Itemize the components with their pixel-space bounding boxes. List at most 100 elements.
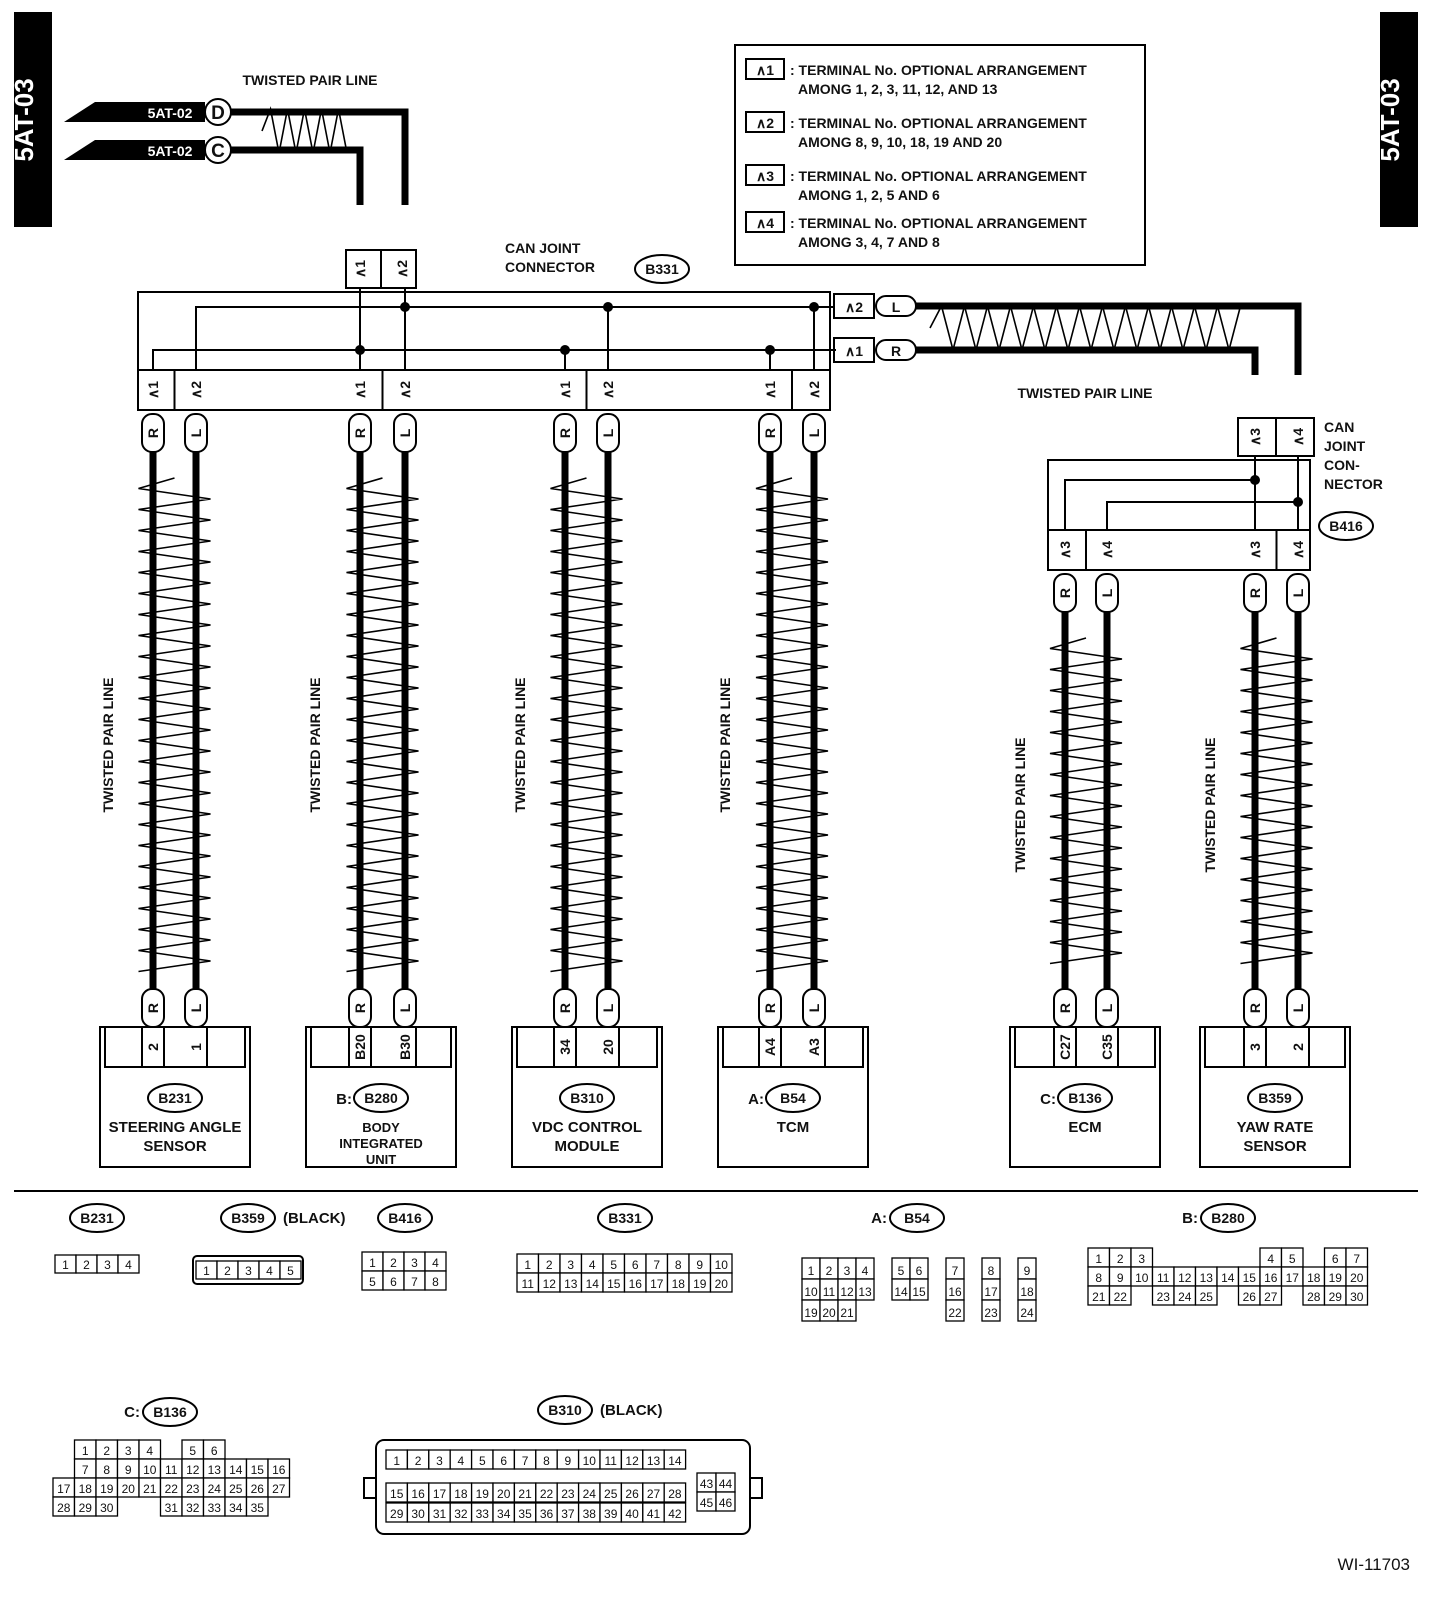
b310-ref: B310 [548,1402,582,1418]
b54-pin: 12 [840,1285,854,1299]
module-pin: 3 [1247,1043,1263,1051]
legend-row: ∧3: TERMINAL No. OPTIONAL ARRANGEMENTAMO… [745,164,1087,203]
b280-pin: 19 [1329,1271,1343,1285]
b310-pin: 5 [479,1454,486,1468]
module-pin: 1 [188,1043,204,1051]
wire-color-r: R [141,413,165,453]
twisted-pair-label: TWISTED PAIR LINE [1202,737,1218,872]
input-d: 5AT-02 D [64,98,232,126]
wire-color-l: L [802,988,826,1028]
joint-connector-b416[interactable]: ∧3 ∧4 CAN JOINT CON- NECTOR B416 [1047,417,1383,571]
module-name: UNIT [366,1152,396,1167]
b310-pin: 26 [625,1487,639,1501]
module-prefix: B: [336,1091,352,1108]
legend-line1: : TERMINAL No. OPTIONAL ARRANGEMENT [790,168,1087,184]
b310-pin: 44 [719,1477,733,1491]
b136-pin: 24 [208,1482,222,1496]
b331-pin: 15 [607,1277,621,1291]
b136-pin: 15 [251,1463,265,1477]
b136-pin: 31 [165,1501,179,1515]
terminal-key: ∧2 [806,381,822,399]
module-ref: B310 [570,1090,604,1106]
b231-pin: 3 [104,1258,111,1272]
side-tab-left[interactable]: 5AT-03 [9,12,52,227]
b136-pin: 16 [272,1463,286,1477]
b54-pin: 24 [1020,1306,1034,1320]
b331-pin: 8 [675,1258,682,1272]
module-name: YAW RATE [1237,1119,1314,1136]
b310-pin: 41 [647,1507,661,1521]
b331-pin: 6 [632,1258,639,1272]
b136-pin: 27 [272,1482,286,1496]
b136-pin: 22 [165,1482,179,1496]
twisted-pair-label: TWISTED PAIR LINE [100,677,116,812]
b54-pin: 1 [808,1264,815,1278]
b136-prefix: C: [124,1404,140,1421]
side-tab-right[interactable]: 5AT-03 [1375,12,1418,227]
b280-pin: 6 [1332,1252,1339,1266]
side-tab-right-label: 5AT-03 [1375,78,1405,161]
b416-top-key4: ∧4 [1290,428,1306,446]
b280-pin: 4 [1267,1252,1274,1266]
horizontal-twist-symbol [929,302,1242,354]
b359-ref: B359 [231,1210,265,1226]
twisted-pair-label: TWISTED PAIR LINE [717,677,733,812]
b359-pin: 3 [245,1264,252,1278]
module-name: INTEGRATED [339,1136,423,1151]
legend-line1: : TERMINAL No. OPTIONAL ARRANGEMENT [790,115,1087,131]
wire-color-r: R [141,988,165,1028]
b310-pin: 16 [411,1487,425,1501]
b280-pin: 11 [1157,1271,1170,1285]
b54-pin: 20 [822,1306,836,1320]
horizontal-twist-coil [929,302,1242,354]
b54-pin: 8 [988,1264,995,1278]
b310-pin: 22 [540,1487,554,1501]
b310-pin: 24 [583,1487,597,1501]
b136-pin: 21 [143,1482,157,1496]
b136-pin: 2 [103,1444,110,1458]
b310-pin: 42 [668,1507,682,1521]
b416-top-key3: ∧3 [1247,428,1263,446]
b136-ref: B136 [153,1404,187,1420]
b310-pin: 32 [454,1507,468,1521]
splice-dot [603,302,613,312]
wire-color-l: L [596,988,620,1028]
twist-coil [138,477,211,973]
twist-coil [755,477,829,973]
wire-color-l-label: L [1290,588,1306,597]
module-prefix: C: [1040,1091,1056,1108]
wire-color-r-label: R [762,428,778,438]
b136-pin: 19 [100,1482,114,1496]
b331-pin: 4 [589,1258,596,1272]
b416-pin: 7 [411,1275,418,1289]
b359-pin: 2 [224,1264,231,1278]
b136-pin: 13 [208,1463,222,1477]
wire-color-r-label: R [1057,1003,1073,1013]
b54-pin: 13 [858,1285,872,1299]
module-pin: B30 [397,1034,413,1060]
b331-pin: 10 [715,1258,729,1272]
b310-pin: 19 [476,1487,490,1501]
b280-pin: 1 [1095,1252,1102,1266]
b416-label-line1: CAN [1324,419,1354,435]
splice-dot [400,302,410,312]
b136-pin: 26 [251,1482,265,1496]
wire-color-r: R [1053,573,1077,613]
terminal-key: ∧2 [397,381,413,399]
b136-pin: 5 [189,1444,196,1458]
